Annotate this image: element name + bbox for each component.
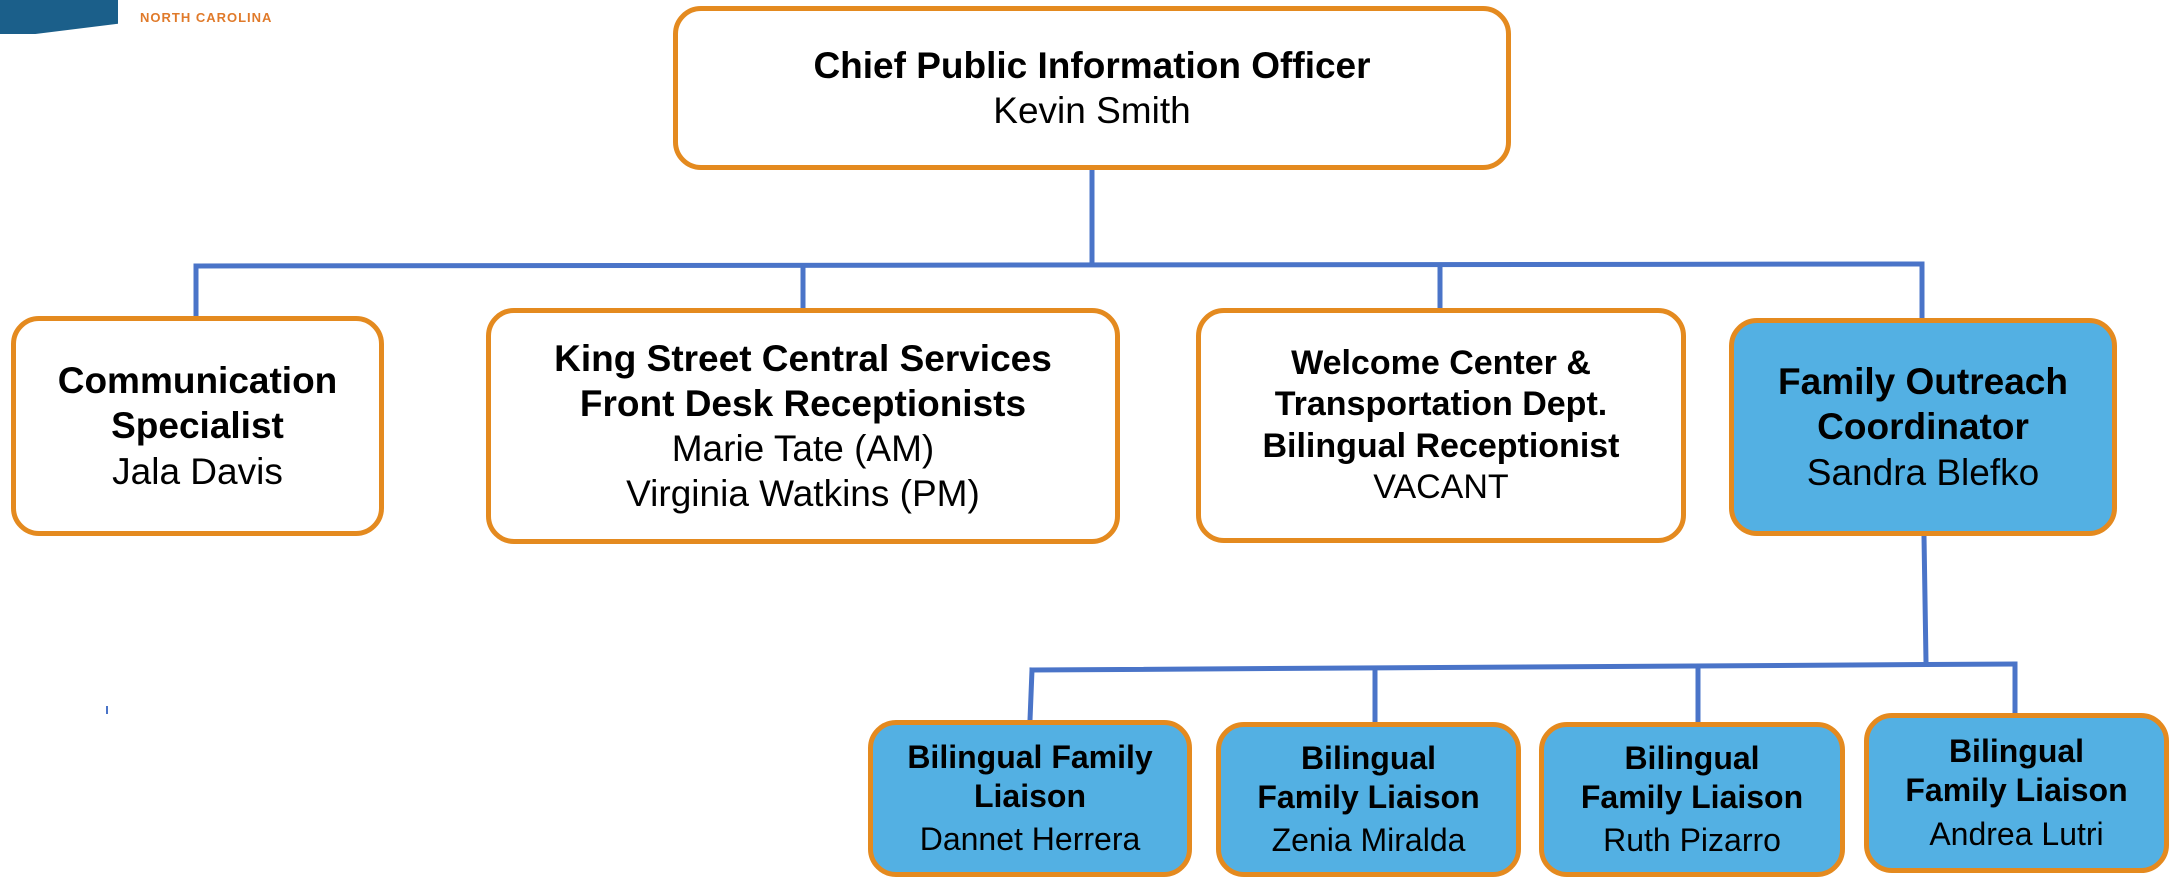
king-street-receptionists-title: King Street Central Services Front Desk … [554, 337, 1052, 424]
welcome-center-receptionist-name: VACANT [1373, 467, 1509, 506]
chief-officer-box: Chief Public Information Officer Kevin S… [673, 6, 1511, 170]
communication-specialist-name: Jala Davis [112, 450, 283, 492]
communication-specialist-box: Communication Specialist Jala Davis [11, 316, 384, 536]
liaison-name-3: Ruth Pizarro [1603, 822, 1781, 859]
liaison-name-1: Dannet Herrera [919, 821, 1141, 858]
district-logo: NORTH CAROLINA [0, 0, 320, 40]
chief-officer-title: Chief Public Information Officer [813, 44, 1371, 86]
liaison-name-2: Zenia Miralda [1271, 822, 1466, 859]
family-outreach-coordinator-title: Family Outreach Coordinator [1778, 361, 2068, 448]
logo-tagline: NORTH CAROLINA [140, 10, 273, 25]
stray-mark [106, 706, 108, 714]
liaison-box-2: Bilingual Family Liaison Zenia Miralda [1216, 722, 1521, 877]
liaison-title-3: Bilingual Family Liaison [1580, 739, 1804, 815]
liaison-box-4: Bilingual Family Liaison Andrea Lutri [1864, 713, 2169, 873]
liaison-title-1: Bilingual Family Liaison [907, 738, 1153, 814]
logo-mark [0, 0, 118, 34]
liaison-title-2: Bilingual Family Liaison [1257, 739, 1480, 815]
liaison-title-4: Bilingual Family Liaison [1905, 733, 2128, 809]
liaison-box-1: Bilingual Family Liaison Dannet Herrera [868, 720, 1192, 877]
liaison-box-3: Bilingual Family Liaison Ruth Pizarro [1539, 722, 1845, 877]
welcome-center-receptionist-title: Welcome Center & Transportation Dept. Bi… [1262, 343, 1620, 465]
king-street-receptionists-names: Marie Tate (AM) Virginia Watkins (PM) [626, 428, 980, 515]
connector-outreach-down [1921, 533, 1929, 665]
connector-level3-bus [1029, 661, 2018, 673]
connector-level2-bus [193, 261, 1925, 269]
family-outreach-coordinator-name: Sandra Blefko [1806, 451, 2040, 493]
liaison-name-4: Andrea Lutri [1929, 815, 2104, 852]
connector-to-liaison-1 [1027, 667, 1035, 723]
welcome-center-receptionist-box: Welcome Center & Transportation Dept. Bi… [1196, 308, 1686, 543]
family-outreach-coordinator-box: Family Outreach Coordinator Sandra Blefk… [1729, 318, 2117, 536]
communication-specialist-title: Communication Specialist [57, 360, 338, 447]
king-street-receptionists-box: King Street Central Services Front Desk … [486, 308, 1120, 544]
chief-officer-name: Kevin Smith [993, 90, 1191, 131]
